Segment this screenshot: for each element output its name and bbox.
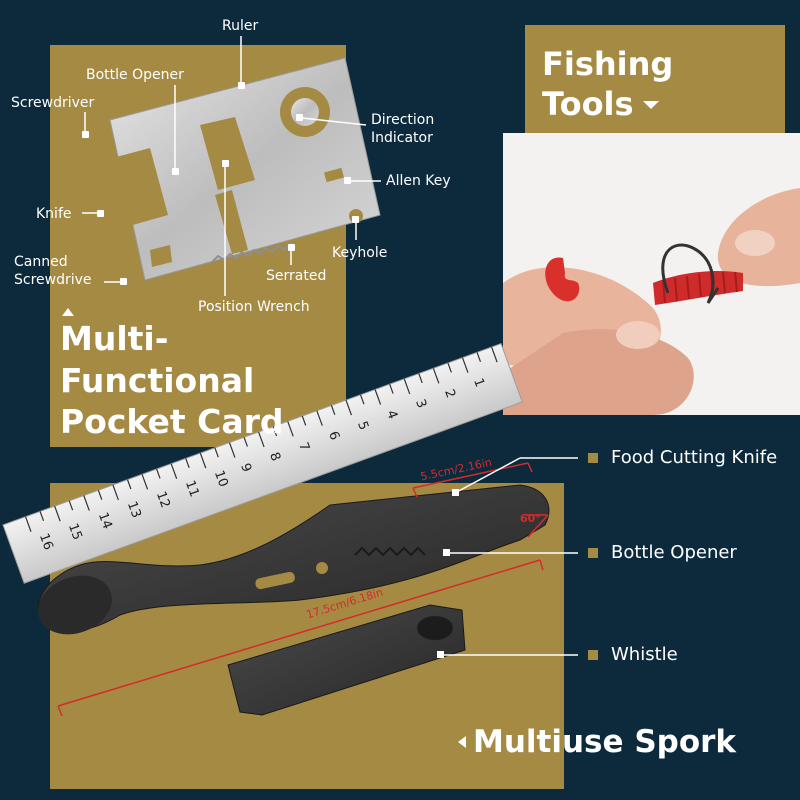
label-ruler: Ruler	[222, 18, 259, 34]
callout-dot-allen	[344, 177, 351, 184]
dimension-angle: 60°	[520, 512, 541, 525]
spork-title: Multiuse Spork	[473, 724, 737, 760]
feature-bottle-opener: Bottle Opener	[611, 542, 737, 563]
feature-food-cutting-knife: Food Cutting Knife	[611, 447, 778, 468]
spork-title-arrow-icon	[458, 736, 466, 748]
label-direction-indicator-2: Indicator	[371, 130, 433, 146]
callout-dot-canned	[120, 278, 127, 285]
label-knife: Knife	[36, 206, 72, 222]
fishing-illustration	[503, 188, 800, 415]
label-keyhole: Keyhole	[332, 245, 388, 261]
label-allen-key: Allen Key	[386, 173, 451, 189]
callout-dot-knife	[97, 210, 104, 217]
fishing-photo	[503, 133, 800, 415]
feature-bullet-3	[588, 650, 598, 660]
label-canned-2: Screwdrive	[14, 272, 92, 288]
callout-dot-direction	[296, 114, 303, 121]
fishing-title-line-1: Fishing	[542, 45, 674, 83]
card-title-arrow-icon	[62, 308, 74, 316]
label-screwdriver: Screwdriver	[11, 95, 95, 111]
feature-bullet-1	[588, 453, 598, 463]
label-bottle-opener: Bottle Opener	[86, 67, 184, 83]
label-position-wrench: Position Wrench	[198, 299, 310, 315]
callout-dot-screwdriver	[82, 131, 89, 138]
label-direction-indicator-1: Direction	[371, 112, 435, 128]
callout-dot-wrench	[222, 160, 229, 167]
callout-dot-bottle	[172, 168, 179, 175]
card-title-line-1: Multi-	[60, 319, 169, 358]
feature-whistle: Whistle	[611, 644, 678, 665]
chevron-down-icon	[643, 101, 659, 109]
fishing-title-line-2: Tools	[542, 85, 634, 123]
label-serrated: Serrated	[266, 268, 327, 284]
callout-dot-keyhole	[352, 216, 359, 223]
card-title-line-2: Functional	[60, 361, 255, 400]
feature-bullet-2	[588, 548, 598, 558]
card-title-line-3: Pocket Card	[60, 402, 284, 441]
callout-dot-ruler	[238, 82, 245, 89]
label-canned-1: Canned	[14, 254, 68, 270]
callout-dot-serrated	[288, 244, 295, 251]
